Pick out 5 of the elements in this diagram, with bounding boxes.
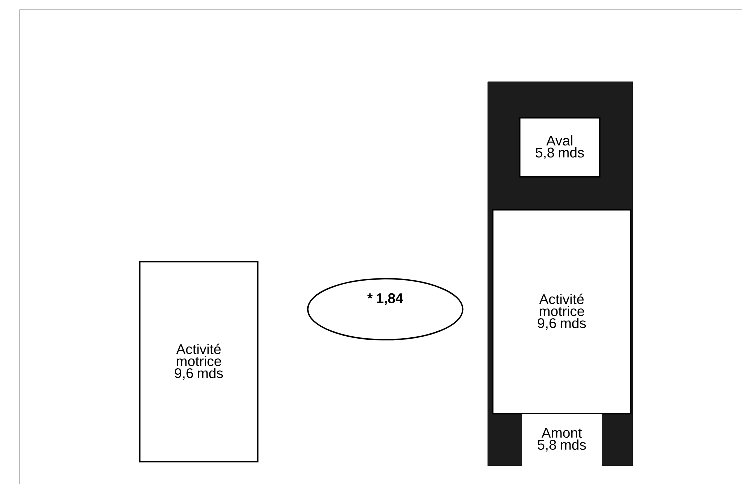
text-box: Amont 5,8 mds [522,414,602,466]
text-box: Aval 5,8 mds [519,117,601,178]
node-label: 5,8 mds [538,440,586,452]
node-label: Amont [542,428,582,438]
text-box: Activité motrice 9,6 mds [139,261,259,463]
